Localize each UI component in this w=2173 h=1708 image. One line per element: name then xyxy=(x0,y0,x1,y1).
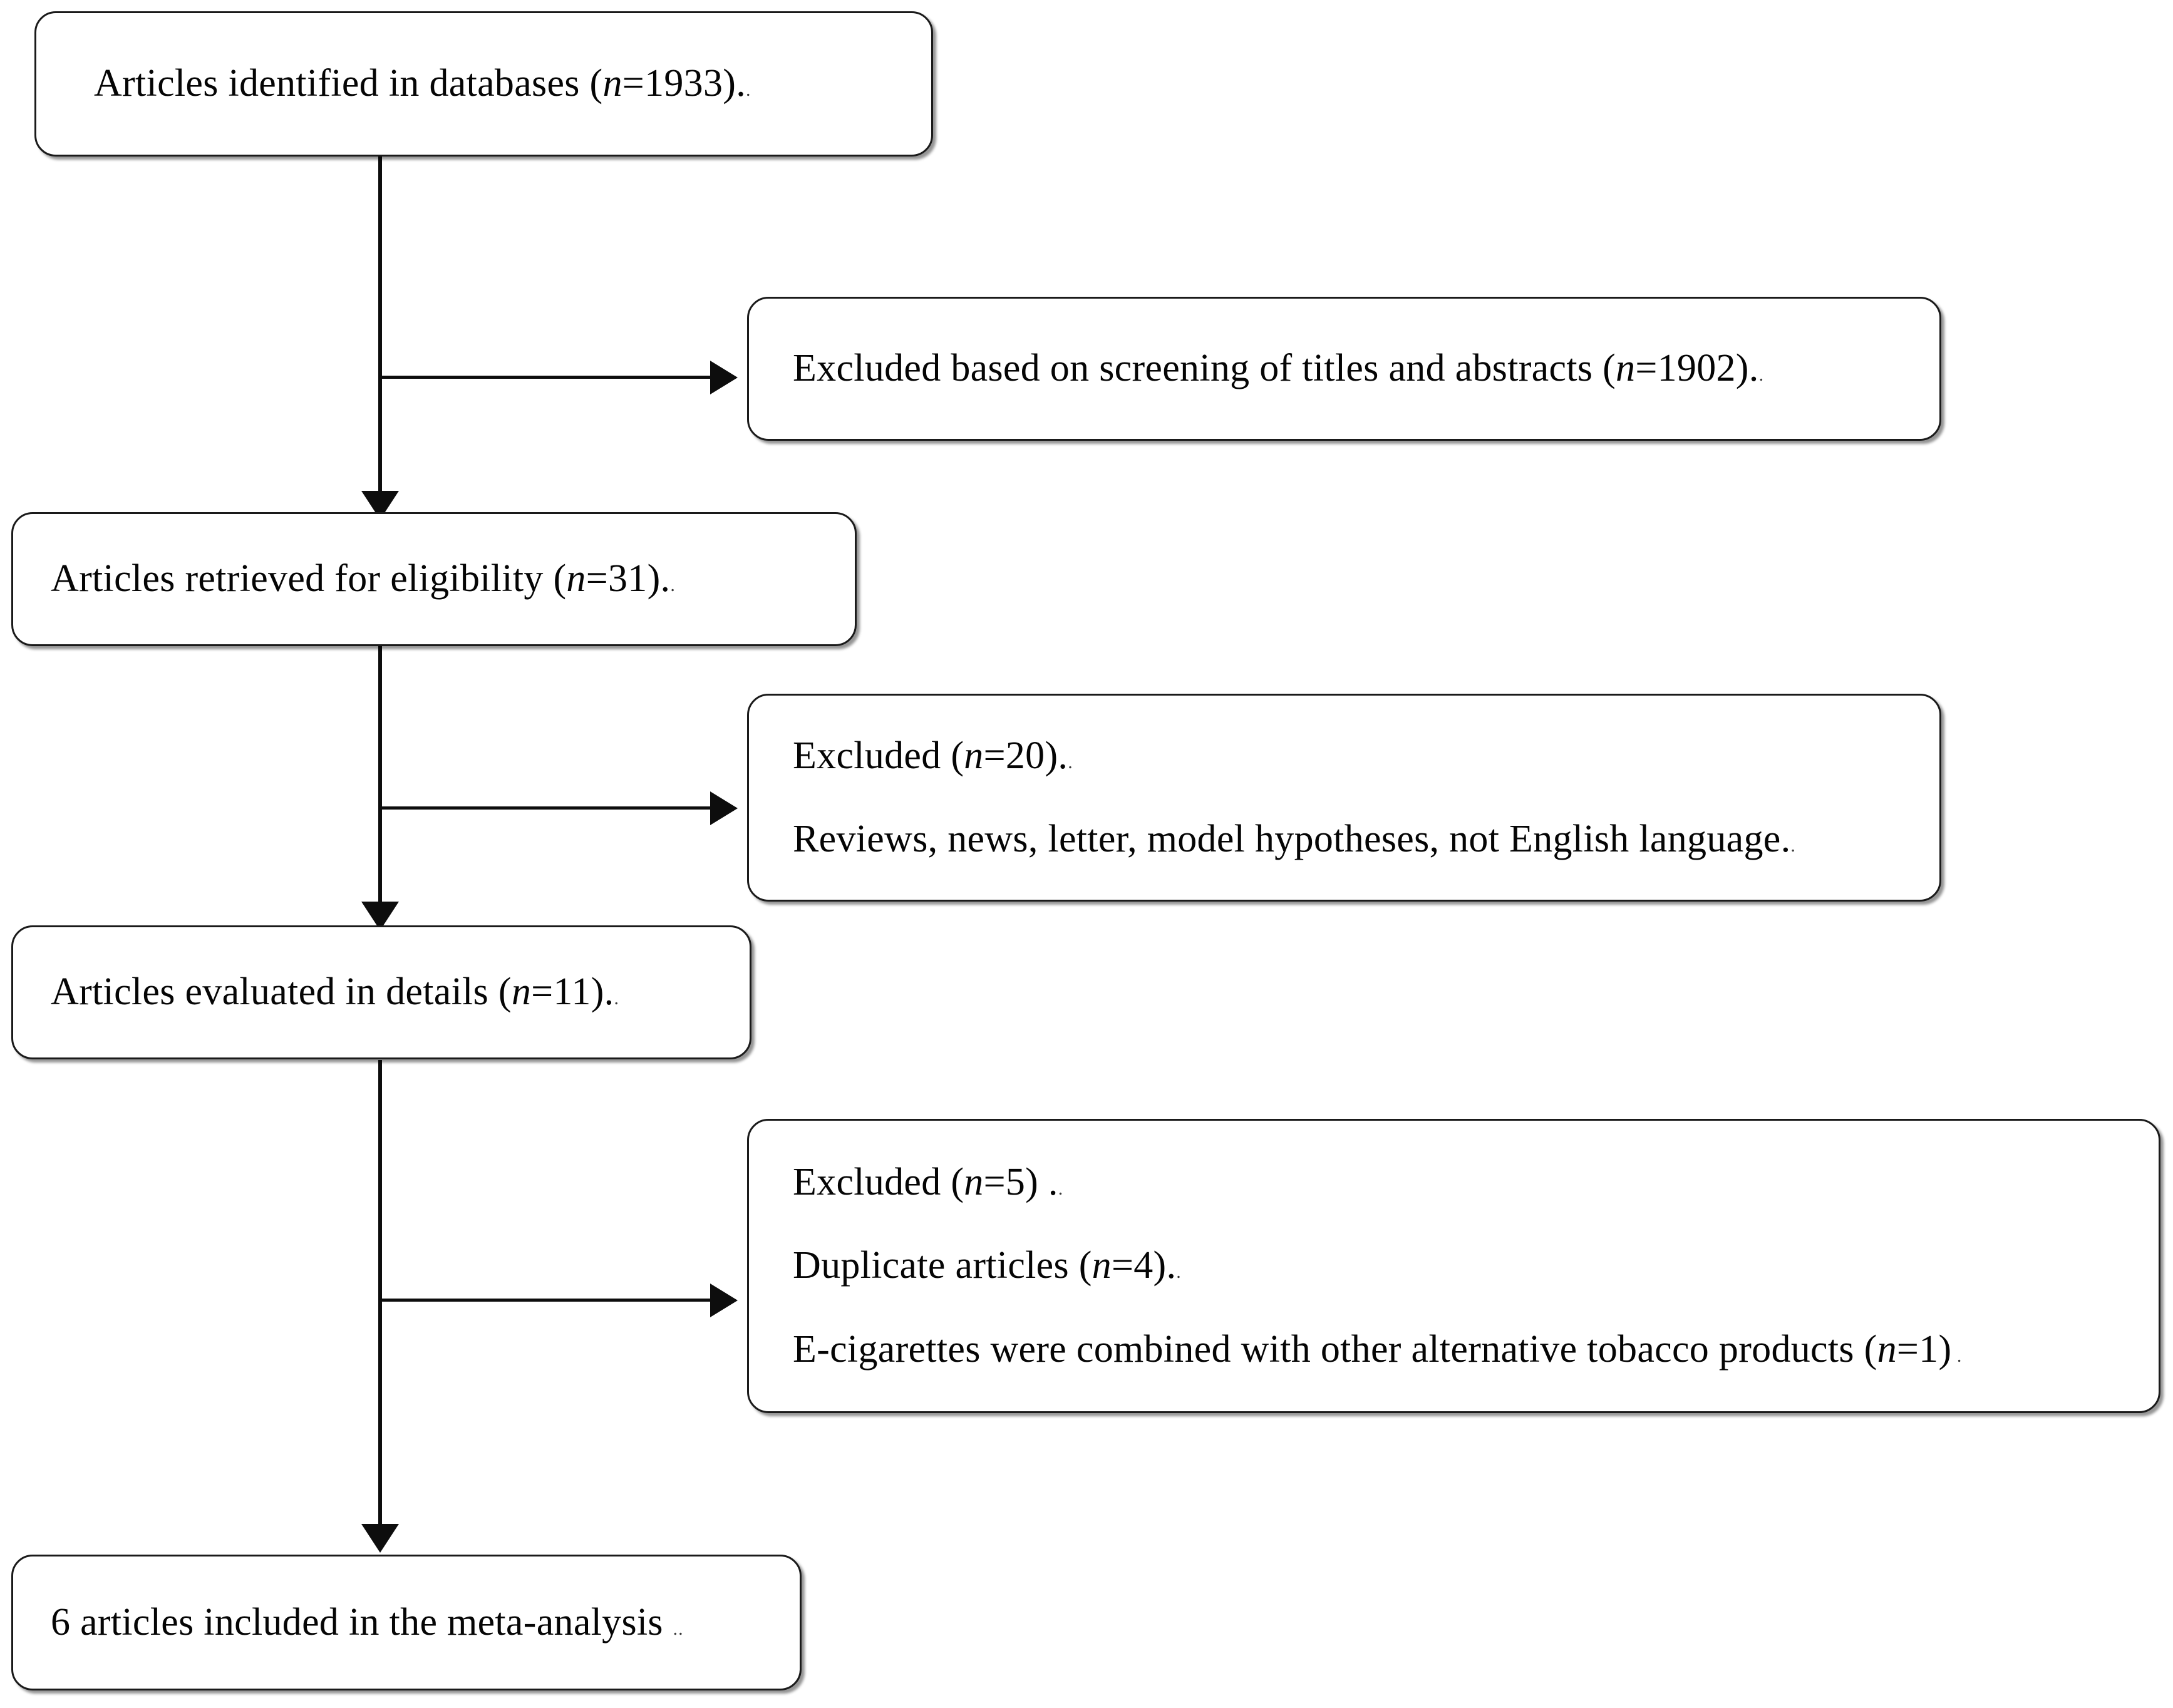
arrowhead-right-to-excluded-screening xyxy=(710,361,738,394)
connector-branch-to-excluded-5 xyxy=(378,1299,710,1302)
node-excluded-details: Excluded (n=5) .. Duplicate articles (n=… xyxy=(747,1119,2160,1413)
text-segment: =5) . xyxy=(983,1160,1058,1203)
connector-identified-to-retrieved xyxy=(378,157,382,515)
node-excluded-details-line-2: Duplicate articles (n=4).. xyxy=(749,1244,2159,1287)
trailing-mark: . xyxy=(746,80,751,101)
trailing-mark: . xyxy=(1951,1345,1963,1366)
arrowhead-right-to-excluded-20 xyxy=(710,791,738,825)
trailing-mark: . xyxy=(670,575,676,596)
italic-n: n xyxy=(511,970,532,1014)
connector-retrieved-to-evaluated xyxy=(378,646,382,940)
node-articles-evaluated-text: Articles evaluated in details (n=11).. xyxy=(13,970,750,1014)
text-segment: Articles evaluated in details ( xyxy=(51,970,512,1014)
text-segment: =20). xyxy=(983,734,1068,777)
node-articles-included: 6 articles included in the meta-analysis… xyxy=(11,1555,802,1690)
trailing-mark: . xyxy=(1790,835,1796,856)
connector-evaluated-to-included xyxy=(378,1060,382,1530)
trailing-mark: . xyxy=(1058,1178,1064,1199)
text-segment: =1933). xyxy=(622,62,746,105)
node-articles-identified-text: Articles identified in databases (n=1933… xyxy=(36,62,931,105)
node-excluded-eligibility-line-2: Reviews, news, letter, model hypotheses,… xyxy=(749,818,1939,861)
trailing-mark: . xyxy=(1758,364,1765,386)
arrowhead-right-to-excluded-5 xyxy=(710,1284,738,1317)
node-articles-included-text: 6 articles included in the meta-analysis… xyxy=(13,1601,800,1644)
text-segment: Articles identified in databases ( xyxy=(94,62,603,105)
italic-n: n xyxy=(1877,1327,1897,1371)
node-articles-evaluated: Articles evaluated in details (n=11).. xyxy=(11,925,751,1059)
text-segment: 6 articles included in the meta-analysis xyxy=(51,1600,673,1644)
text-segment: Excluded ( xyxy=(793,1160,964,1203)
text-segment: Reviews, news, letter, model hypotheses,… xyxy=(793,818,1791,860)
text-segment: =1902). xyxy=(1635,347,1759,390)
text-segment: =11). xyxy=(531,970,614,1014)
node-articles-retrieved-text: Articles retrieved for eligibility (n=31… xyxy=(13,557,855,600)
trailing-mark: . xyxy=(614,988,619,1009)
text-segment: E-cigarettes were combined with other al… xyxy=(793,1327,1877,1371)
node-excluded-screening: Excluded based on screening of titles an… xyxy=(747,297,1941,441)
italic-n: n xyxy=(1092,1244,1112,1287)
connector-branch-to-excluded-20 xyxy=(378,806,710,810)
connector-branch-to-excluded-screening xyxy=(378,376,710,379)
node-articles-retrieved: Articles retrieved for eligibility (n=31… xyxy=(11,512,857,646)
text-segment: Articles retrieved for eligibility ( xyxy=(51,557,567,600)
arrowhead-down-to-included xyxy=(361,1524,399,1553)
node-articles-identified: Articles identified in databases (n=1933… xyxy=(34,11,933,157)
trailing-mark: . xyxy=(1176,1262,1182,1283)
italic-n: n xyxy=(602,62,622,105)
node-excluded-details-line-3: E-cigarettes were combined with other al… xyxy=(749,1328,2159,1371)
node-excluded-details-line-1: Excluded (n=5) .. xyxy=(749,1161,2159,1204)
text-segment: =4). xyxy=(1111,1244,1177,1287)
trailing-mark: . xyxy=(1068,751,1073,773)
trailing-mark: .. xyxy=(673,1618,684,1639)
italic-n: n xyxy=(566,557,586,600)
text-segment: =1) xyxy=(1896,1327,1952,1371)
text-segment: Excluded ( xyxy=(793,734,964,777)
text-segment: Excluded based on screening of titles an… xyxy=(793,347,1616,390)
italic-n: n xyxy=(1616,347,1636,390)
node-excluded-eligibility: Excluded (n=20).. Reviews, news, letter,… xyxy=(747,694,1941,902)
italic-n: n xyxy=(964,734,984,777)
node-excluded-eligibility-line-1: Excluded (n=20).. xyxy=(749,734,1939,778)
node-excluded-screening-text: Excluded based on screening of titles an… xyxy=(749,347,1939,390)
italic-n: n xyxy=(964,1160,984,1203)
text-segment: =31). xyxy=(586,557,671,600)
text-segment: Duplicate articles ( xyxy=(793,1244,1092,1287)
